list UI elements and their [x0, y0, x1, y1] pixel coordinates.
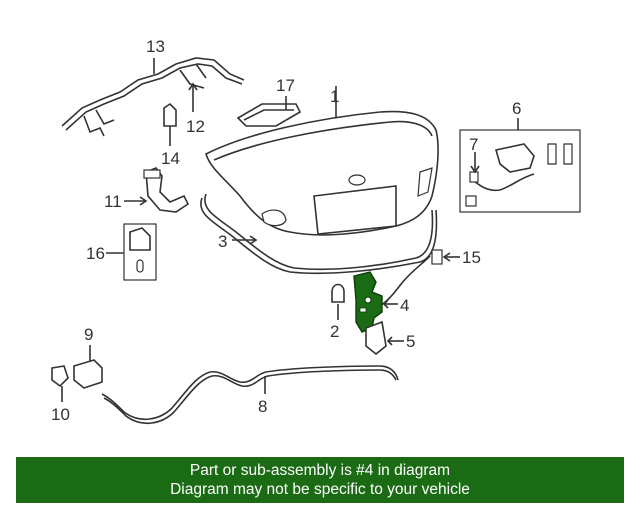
part-10-clip: [51, 365, 69, 402]
part-6-assembly: [459, 118, 581, 213]
part-13-harness: [61, 57, 245, 137]
banner-line-1: Part or sub-assembly is #4 in diagram: [189, 462, 451, 479]
callout-8: 8: [258, 397, 267, 416]
callout-1: 1: [330, 87, 339, 106]
callout-15: 15: [462, 248, 481, 267]
callout-17: 17: [276, 76, 295, 95]
part-17-bracket: [236, 96, 302, 127]
banner-line-2: Diagram may not be specific to your vehi…: [170, 481, 470, 498]
part-11-hinge: [124, 167, 190, 213]
parts-diagram: 13 12 14 17 1 3 11: [51, 37, 581, 424]
callout-13: 13: [146, 37, 165, 56]
callout-5: 5: [406, 332, 415, 351]
part-3-weatherstrip: [200, 193, 438, 275]
part-8-release-cable: [101, 365, 399, 424]
callout-7: 7: [469, 135, 478, 154]
callout-4: 4: [400, 296, 409, 315]
callout-10: 10: [51, 405, 70, 424]
callout-9: 9: [84, 325, 93, 344]
callout-16: 16: [86, 244, 105, 263]
callout-14: 14: [161, 149, 180, 168]
callout-11: 11: [104, 192, 122, 211]
part-12-leader: [188, 82, 198, 112]
callout-6: 6: [512, 99, 521, 118]
callout-2: 2: [330, 322, 339, 341]
part-16-actuator: [106, 223, 157, 281]
part-1-trunk-lid: [205, 86, 439, 236]
info-banner: Part or sub-assembly is #4 in diagram Di…: [16, 457, 624, 503]
callout-3: 3: [218, 232, 227, 251]
part-4-lock-assembly-highlighted: [353, 271, 398, 333]
part-15-clip: [431, 249, 460, 265]
part-2-striker: [331, 283, 345, 320]
callout-12: 12: [186, 117, 205, 136]
part-5-cover: [365, 320, 404, 356]
part-14-clip: [163, 102, 177, 146]
part-9-block: [73, 345, 103, 389]
